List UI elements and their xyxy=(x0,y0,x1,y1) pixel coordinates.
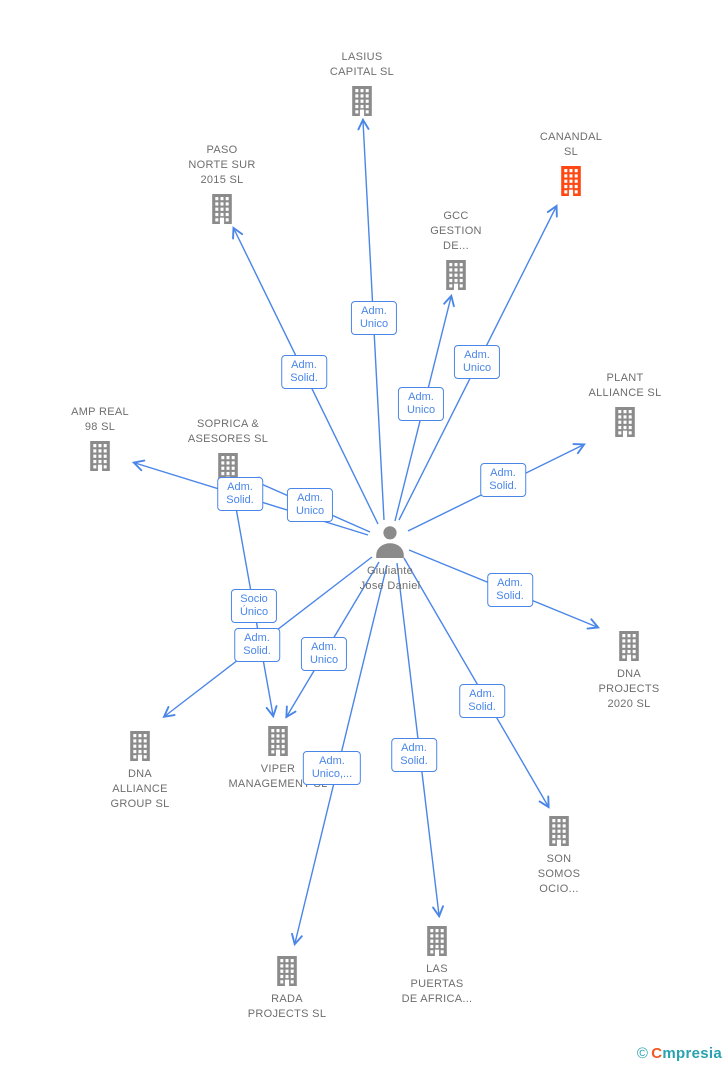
company-label: RADA PROJECTS SL xyxy=(247,993,327,1020)
company-label: GCC GESTION DE... xyxy=(430,210,482,252)
building-icon xyxy=(208,194,236,224)
relationship-label-soprica: Adm. Unico xyxy=(286,488,334,522)
company-label: LAS PUERTAS DE AFRICA... xyxy=(401,963,473,1005)
relationship-label-sonsomos: Adm. Solid. xyxy=(459,684,505,718)
person-icon xyxy=(372,525,408,561)
person-name: Giuliante Jose Daniel xyxy=(359,565,421,592)
company-label: AMP REAL 98 SL xyxy=(71,406,129,433)
company-label: SON SOMOS OCIO... xyxy=(537,853,581,895)
relationship-label-viper: Adm. Unico xyxy=(300,637,348,671)
relationship-label-rada: Adm. Unico,... xyxy=(302,751,362,785)
relationship-label-canandal: Adm. Unico xyxy=(453,345,501,379)
relationship-label-dnaprojects: Adm. Solid. xyxy=(487,573,533,607)
building-icon xyxy=(442,260,470,290)
building-icon xyxy=(264,726,292,756)
brand-logo-c: C xyxy=(651,1045,663,1062)
building-icon xyxy=(348,86,376,116)
building-icon xyxy=(611,407,639,437)
building-icon xyxy=(423,926,451,956)
company-label: SOPRICA & ASESORES SL xyxy=(187,418,269,445)
company-label: LASIUS CAPITAL SL xyxy=(329,51,395,78)
relationship-label-lasius: Adm. Unico xyxy=(350,301,398,335)
building-icon xyxy=(86,441,114,471)
relationship-label-gcc: Adm. Unico xyxy=(397,387,445,421)
building-icon xyxy=(126,731,154,761)
building-icon xyxy=(615,631,643,661)
company-label: PASO NORTE SUR 2015 SL xyxy=(188,144,256,186)
watermark-brand[interactable]: ©Cmpresia xyxy=(637,1045,722,1062)
building-icon xyxy=(557,166,585,196)
brand-name: mpresia xyxy=(662,1045,722,1062)
relationship-label-dnaalliance: Adm. Solid. xyxy=(234,628,280,662)
company-label: PLANT ALLIANCE SL xyxy=(588,372,662,399)
company-label: DNA ALLIANCE GROUP SL xyxy=(110,768,170,810)
building-icon xyxy=(545,816,573,846)
relationship-label-paso: Adm. Solid. xyxy=(281,355,327,389)
relationship-label-socio-unico: Socio Único xyxy=(230,589,278,623)
company-label: CANANDAL SL xyxy=(539,131,603,158)
relationship-label-ampreal: Adm. Solid. xyxy=(217,477,263,511)
relationship-label-plant: Adm. Solid. xyxy=(480,463,526,497)
building-icon xyxy=(273,956,301,986)
relationship-label-laspuertas: Adm. Solid. xyxy=(391,738,437,772)
company-label: DNA PROJECTS 2020 SL xyxy=(598,668,660,710)
copyright-symbol: © xyxy=(636,1045,649,1062)
